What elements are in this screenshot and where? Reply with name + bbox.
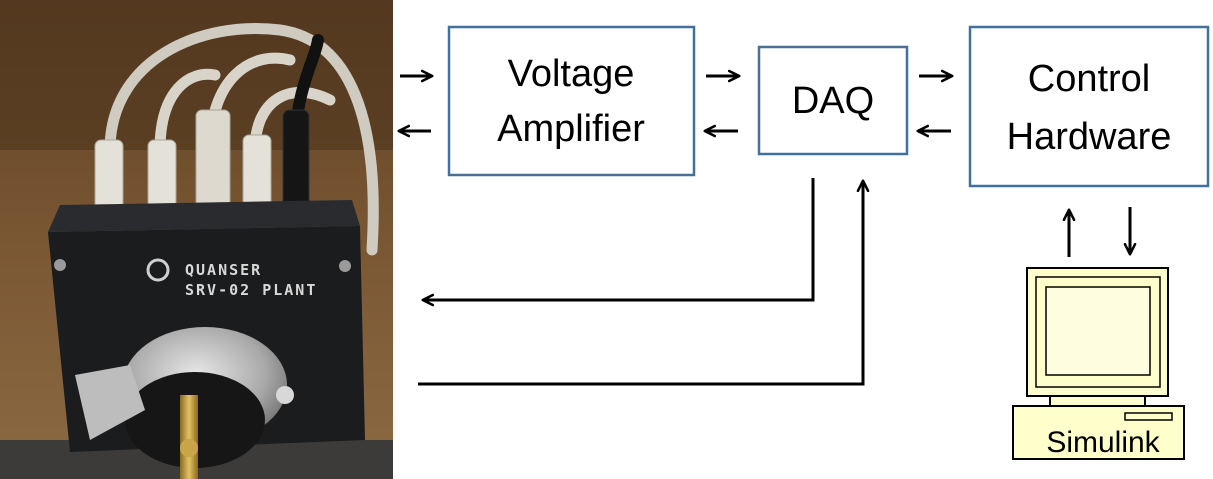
simulink-label: Simulink (1046, 426, 1160, 459)
desktop-computer-icon: Simulink (1012, 267, 1185, 460)
plant-shaft-nut (180, 439, 198, 457)
plant-screw-1 (54, 259, 66, 271)
voltage-amplifier-box (447, 25, 696, 177)
plant-shaft-bar (180, 395, 198, 479)
plant-pointer-arm (75, 365, 145, 440)
control-hardware-block: Control Hardware (968, 25, 1210, 188)
voltage-amplifier-label-line1: Voltage (508, 53, 635, 95)
plant-logo-ring (146, 258, 170, 282)
signal-arrows (397, 69, 1137, 386)
control-hardware-label-line2: Hardware (1007, 116, 1172, 158)
monitor-stand (1049, 395, 1146, 407)
plant-pot-knob (276, 386, 294, 404)
voltage-amplifier-label-line2: Amplifier (497, 108, 645, 150)
plant-screw-2 (339, 260, 351, 272)
floppy-slot (1124, 412, 1173, 421)
voltage-amplifier-block: Voltage Amplifier (447, 25, 696, 177)
control-hardware-box (968, 25, 1210, 188)
arrow-daq-to-plant-feedback (421, 178, 815, 307)
control-hardware-label-line1: Control (1028, 58, 1151, 100)
srv02-plant-photo: QUANSER SRV-02 PLANT (0, 0, 393, 479)
plant-brand-label: QUANSER (185, 261, 262, 279)
daq-box (757, 45, 909, 156)
plant-model-label: SRV-02 PLANT (185, 281, 317, 299)
daq-label: DAQ (792, 80, 874, 122)
plant-top-edge (48, 200, 360, 232)
daq-block: DAQ (757, 45, 909, 156)
arrow-plant-to-daq-feedback (418, 179, 870, 386)
monitor-screen (1045, 286, 1151, 376)
